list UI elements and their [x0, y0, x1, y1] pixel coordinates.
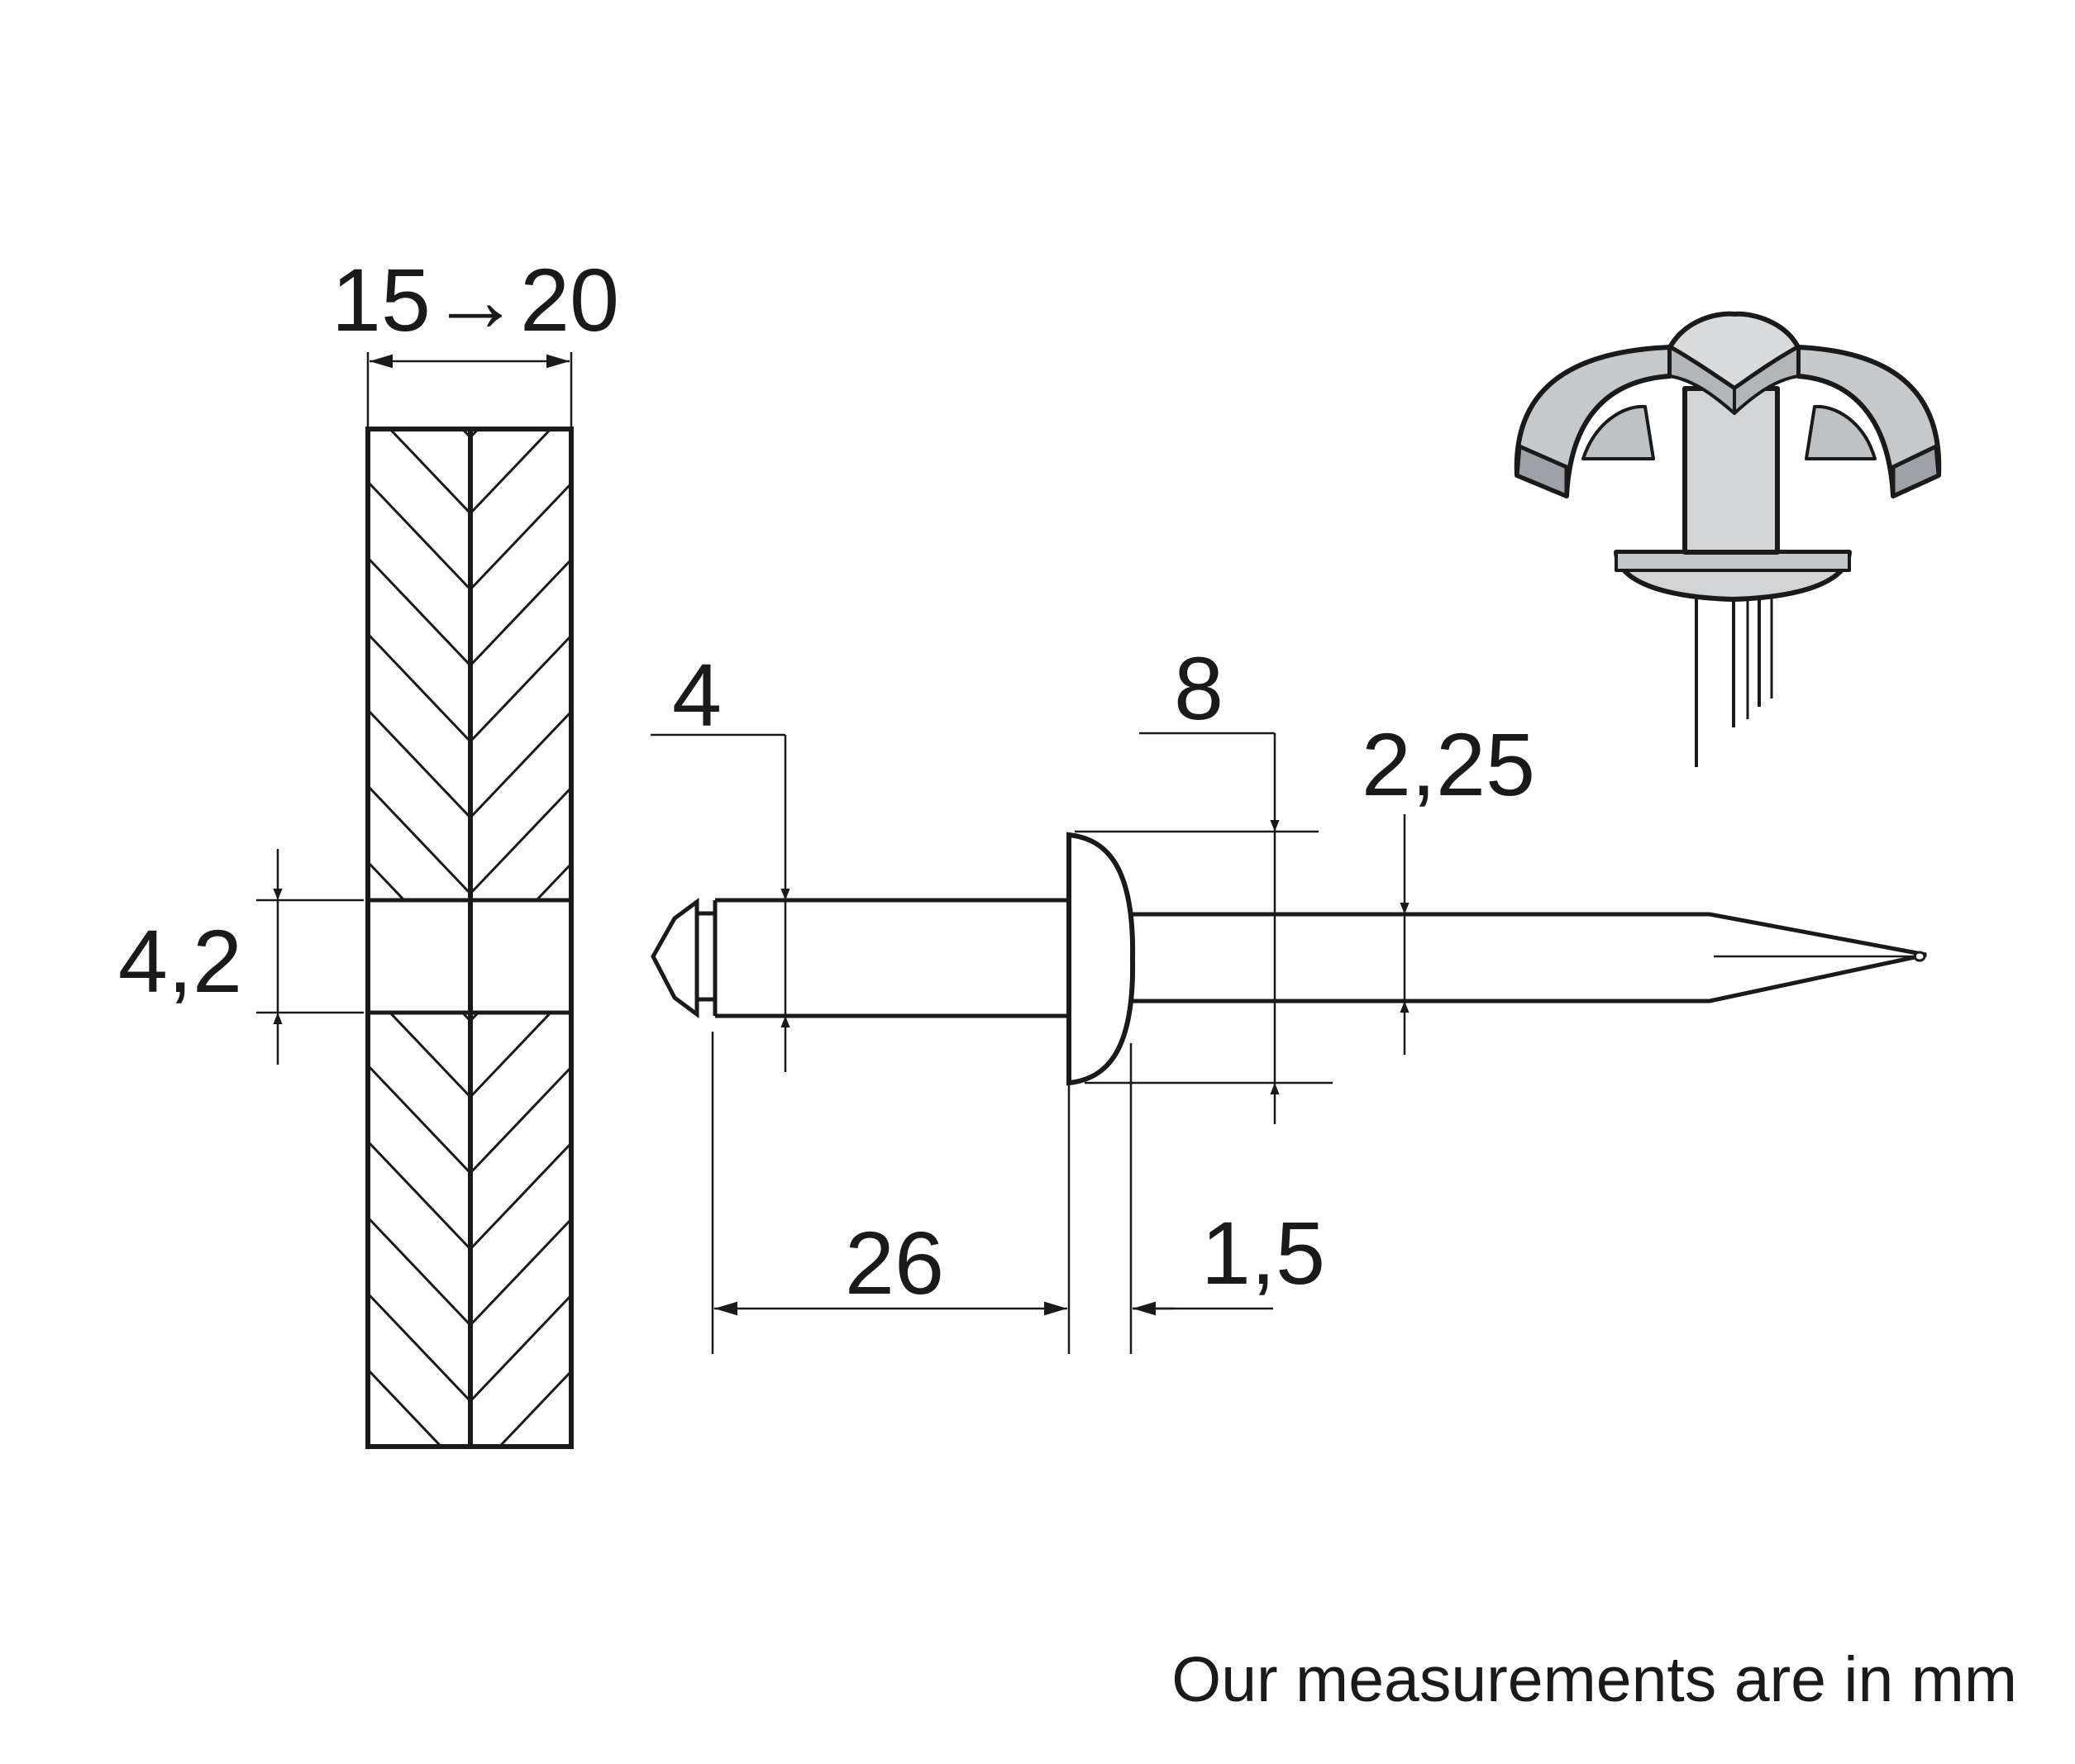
hatch-line	[370, 940, 469, 1044]
head-thickness-label: 1,5	[1201, 1203, 1325, 1303]
dimension-head-diameter: 8	[1075, 638, 1333, 1124]
rivet-collar	[694, 911, 718, 1002]
hatch-line	[370, 1294, 469, 1401]
rivet-length-label: 26	[845, 1213, 944, 1313]
hatch-line	[370, 558, 469, 665]
hatch-line	[370, 786, 469, 894]
hatch-line	[370, 634, 469, 741]
hatch-line	[370, 1523, 469, 1628]
mandrel-tip	[651, 898, 699, 1018]
hatch-bottom-right	[472, 1014, 570, 1628]
hole-diameter-label: 4,2	[118, 911, 242, 1011]
hatch-line	[370, 1447, 469, 1552]
mandrel-shaft	[1133, 912, 1927, 1004]
dimension-board-thickness: 15→20	[332, 250, 619, 429]
hatch-top-right	[472, 431, 570, 1044]
hatch-line	[370, 710, 469, 818]
dimension-mandrel-diameter: 2,25	[1362, 714, 1535, 1055]
mandrel-diameter-label: 2,25	[1362, 714, 1535, 814]
rivet-head	[1066, 832, 1136, 1086]
hatch-line	[472, 1014, 479, 1020]
dimension-rivet-length: 26	[711, 1032, 1133, 1354]
hatch-line	[370, 862, 405, 899]
hatch-line	[472, 560, 570, 665]
hatch-line	[462, 1014, 469, 1021]
hatch-line	[472, 1219, 570, 1324]
hatch-line	[499, 1371, 570, 1445]
dimension-head-thickness: 1,5	[1133, 1203, 1325, 1316]
hatch-line	[472, 431, 551, 513]
hatch-line	[472, 1525, 570, 1628]
hatch-line	[370, 1066, 469, 1173]
hatch-line	[536, 864, 570, 899]
hatch-line	[472, 1449, 570, 1552]
hatch-line	[472, 712, 570, 817]
hatch-line	[370, 482, 469, 589]
hatch-line	[472, 1067, 570, 1172]
dimension-body-diameter: 4	[651, 645, 790, 1072]
hatch-line	[472, 1014, 551, 1096]
hatch-line	[472, 1295, 570, 1400]
hatch-line	[389, 1014, 469, 1097]
hatch-bottom-left	[370, 1014, 469, 1628]
head-diameter-label: 8	[1174, 638, 1224, 738]
body-diameter-label: 4	[672, 645, 722, 745]
hatch-line	[370, 1370, 441, 1445]
hatch-line	[472, 484, 570, 589]
hatch-line	[472, 636, 570, 741]
dimension-hole-diameter: 4,2	[118, 849, 364, 1065]
rivet-side-view	[651, 832, 1927, 1086]
hatch-line	[370, 1142, 469, 1249]
rivet-body	[713, 898, 1069, 1018]
hatch-line	[472, 788, 570, 893]
set-rivet-illustration	[1514, 311, 1942, 767]
hatch-line	[472, 1143, 570, 1248]
board-thickness-label: 15→20	[332, 250, 619, 350]
units-note: Our measurements are in mm	[1171, 1644, 2017, 1715]
hatch-top-left	[370, 431, 469, 1044]
hatch-line	[389, 431, 469, 513]
board-section	[365, 427, 574, 1628]
hatch-line	[472, 942, 570, 1044]
hatch-line	[370, 1218, 469, 1325]
